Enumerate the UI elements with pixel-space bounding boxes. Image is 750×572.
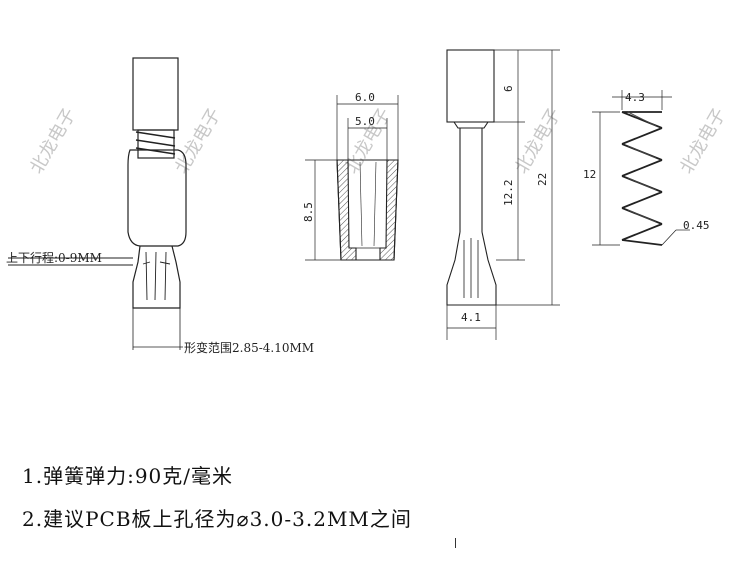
plunger-top: [132, 57, 179, 131]
spring-length: 12: [583, 168, 596, 181]
spec-note-spring-force: 1.弹簧弹力:90克/毫米: [22, 464, 234, 488]
spring-diameter: 4.3: [625, 91, 645, 104]
spring-wire: 0.45: [683, 219, 710, 232]
assembly-total-len: 22: [536, 173, 549, 186]
sleeve-height: 8.5: [302, 202, 315, 222]
assembly-top-len: 6: [502, 85, 515, 92]
small-spring: [135, 131, 176, 155]
assembly-mid-len: 12.2: [502, 180, 515, 207]
watermark-2: 北龙电子: [171, 105, 225, 178]
spec-note-pcb-hole: 2.建议PCB板上孔径为⌀3.0-3.2MM之间: [22, 507, 412, 531]
assembly-head: [446, 49, 495, 123]
pin-view: [8, 57, 187, 350]
pin-tail: [132, 245, 181, 309]
watermark-5: 北龙电子: [676, 105, 730, 178]
watermarks: 北龙电子 北龙电子 北龙电子 北龙电子 北龙电子: [26, 105, 730, 178]
sleeve-view: [305, 95, 399, 261]
sleeve-inner-dia: 5.0: [355, 115, 375, 128]
pin-body: [127, 149, 187, 247]
watermark-4: 北龙电子: [511, 105, 565, 178]
deform-label: 形变范围2.85-4.10MM: [184, 340, 314, 355]
watermark-1: 北龙电子: [26, 105, 80, 178]
technical-drawing: 北龙电子 北龙电子 北龙电子 北龙电子 北龙电子 上下行程:0-9MM 形变范围…: [6, 49, 730, 355]
assembly-base-width: 4.1: [461, 311, 481, 324]
stray-mark: [455, 538, 456, 548]
sleeve-outer-dia: 6.0: [355, 91, 375, 104]
travel-label: 上下行程:0-9MM: [6, 250, 102, 265]
spring-view: [621, 111, 663, 246]
assembly-view: [446, 49, 560, 340]
assembly-tail: [446, 231, 497, 306]
